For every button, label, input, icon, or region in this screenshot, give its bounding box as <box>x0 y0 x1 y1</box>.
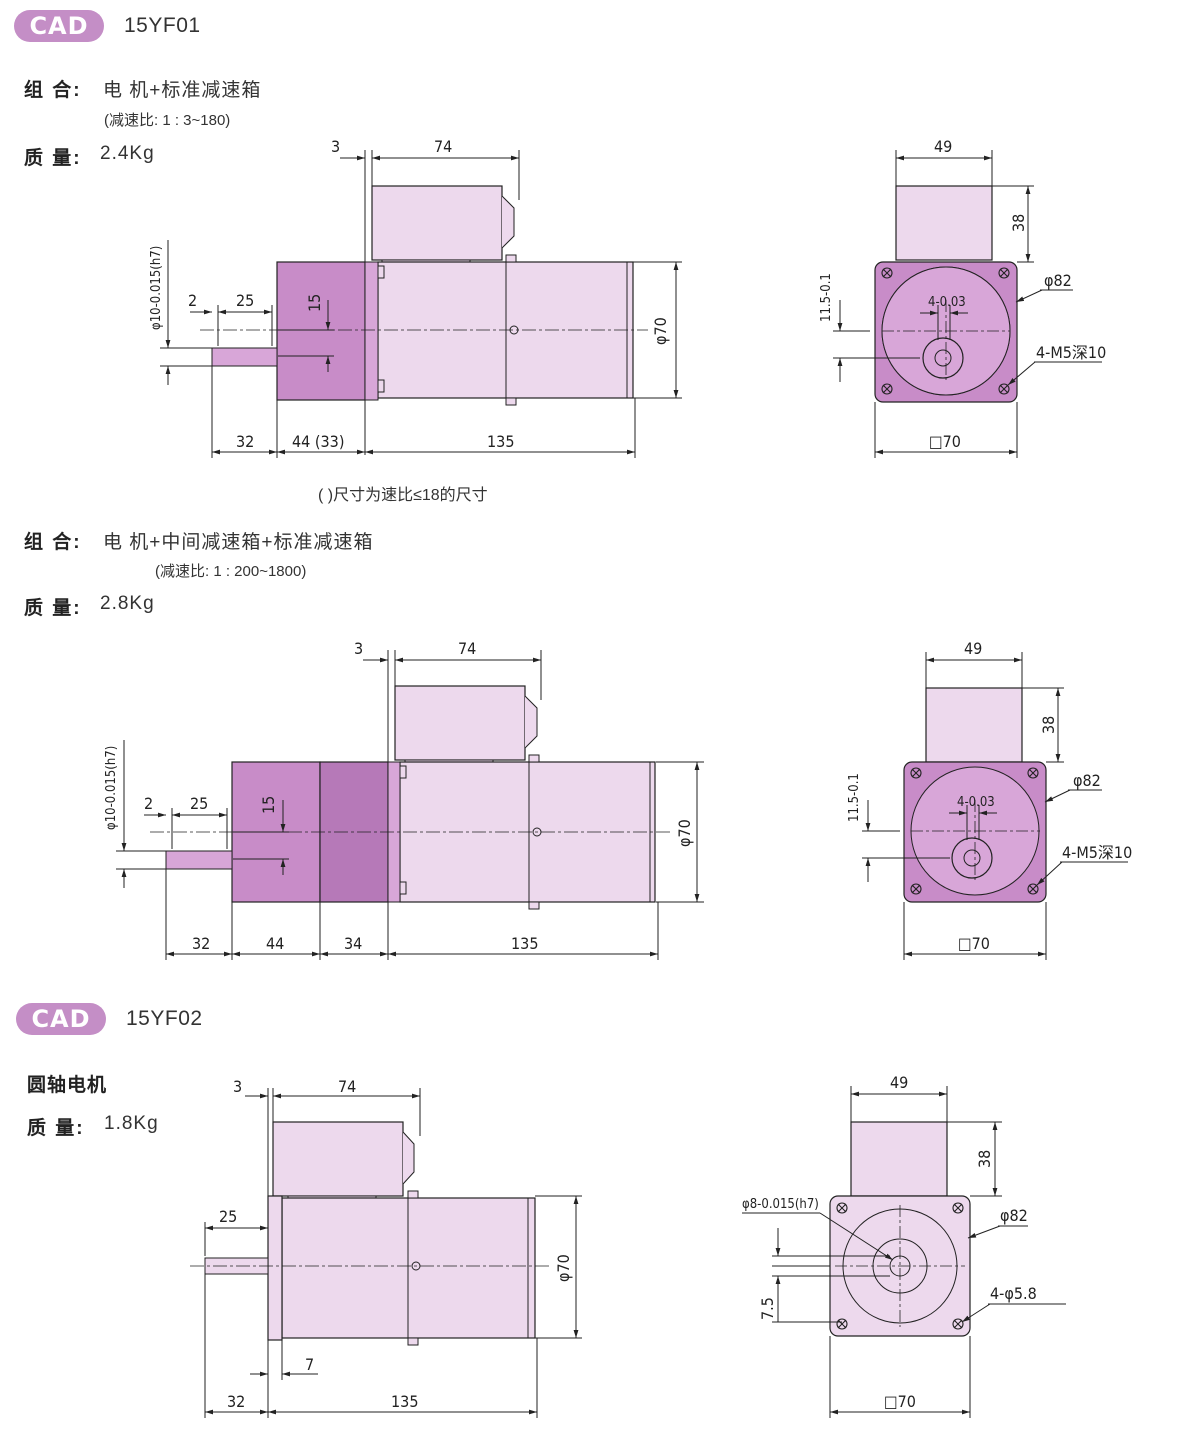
dim-32: 32 <box>236 432 254 451</box>
dim3-25: 25 <box>219 1207 237 1226</box>
dim-shaft-h7: φ10-0.015(h7) <box>149 246 164 330</box>
dim3-phi82: φ82 <box>1000 1206 1028 1225</box>
dim3-phi58: 4-φ5.8 <box>990 1284 1037 1303</box>
dim-11-5: 11.5-0.1 <box>819 273 834 322</box>
dim3-phi70: φ70 <box>554 1254 573 1282</box>
dim3-sq70: □70 <box>884 1392 916 1411</box>
dim-2: 2 <box>188 291 197 310</box>
dim-44-33: 44 (33) <box>292 432 344 451</box>
mass-label-3: 质 量: <box>27 1118 85 1139</box>
dim-38: 38 <box>1009 214 1028 232</box>
dim-m5: 4-M5深10 <box>1036 343 1106 362</box>
dim-key4: 4-0.03 <box>928 295 966 310</box>
drawing-3-side-view <box>190 1088 582 1418</box>
dim2-34: 34 <box>344 934 362 953</box>
dim-phi82: φ82 <box>1044 271 1072 290</box>
dim-3: 3 <box>331 137 340 156</box>
dim2-32: 32 <box>192 934 210 953</box>
combo-label-2: 组 合: <box>24 532 82 553</box>
dim-135: 135 <box>487 432 514 451</box>
dimension-labels: 3 74 32 44 (33) 135 25 2 15 φ70 φ10-0.01… <box>104 137 1132 1411</box>
dim2-3: 3 <box>354 639 363 658</box>
drawing-2-side-view <box>116 650 704 960</box>
dim2-44: 44 <box>266 934 284 953</box>
dim3-49: 49 <box>890 1073 908 1092</box>
dim2-135: 135 <box>511 934 538 953</box>
drawing-1-side-view <box>160 150 682 458</box>
model-number-2: 15YF02 <box>126 1007 203 1030</box>
mass-value-1: 2.4Kg <box>100 143 155 164</box>
dim3-38: 38 <box>975 1150 994 1168</box>
dim2-phi82: φ82 <box>1073 771 1101 790</box>
mass-value-2: 2.8Kg <box>100 593 155 614</box>
dim2-m5: 4-M5深10 <box>1062 843 1132 862</box>
drawing-2-end-view <box>862 652 1128 960</box>
dim2-25: 25 <box>190 794 208 813</box>
combo-label-1: 组 合: <box>24 80 82 101</box>
dim-49: 49 <box>934 137 952 156</box>
dim3-74: 74 <box>338 1077 356 1096</box>
dim3-32: 32 <box>227 1392 245 1411</box>
cad-badge-1: CAD <box>14 10 104 42</box>
dim-25: 25 <box>236 291 254 310</box>
dim3-3: 3 <box>233 1077 242 1096</box>
model-number-1: 15YF01 <box>124 14 201 37</box>
ratio-note: ( )尺寸为速比≤18的尺寸 <box>318 487 488 504</box>
dim2-key4: 4-0.03 <box>957 795 995 810</box>
cad-badge-2: CAD <box>16 1003 106 1035</box>
dim-74: 74 <box>434 137 452 156</box>
dim2-phi70: φ70 <box>675 819 694 847</box>
dim2-11-5: 11.5-0.1 <box>847 773 862 822</box>
dim-phi70: φ70 <box>651 317 670 345</box>
mass-value-3: 1.8Kg <box>104 1113 159 1134</box>
mass-label-2: 质 量: <box>24 598 82 619</box>
dim2-shaft-h7: φ10-0.015(h7) <box>104 746 119 830</box>
dim-sq70: □70 <box>929 432 961 451</box>
dim3-7: 7 <box>305 1355 314 1374</box>
dim3-shaft8-h7: φ8-0.015(h7) <box>742 1197 819 1212</box>
ratio-2: (减速比: 1 : 200~1800) <box>155 563 307 580</box>
type-label-3: 圆轴电机 <box>27 1075 108 1096</box>
combo-value-1: 电 机+标准减速箱 <box>103 80 262 101</box>
dim-15: 15 <box>305 294 324 312</box>
combo-value-2: 电 机+中间减速箱+标准减速箱 <box>103 532 374 553</box>
drawing-1-end-view <box>833 150 1102 458</box>
dim2-15: 15 <box>259 796 278 814</box>
mass-label-1: 质 量: <box>24 148 82 169</box>
drawing-3-end-view <box>742 1086 1066 1418</box>
dim3-7-5: 7.5 <box>758 1297 777 1320</box>
ratio-1: (减速比: 1 : 3~180) <box>104 112 231 129</box>
dim2-sq70: □70 <box>958 934 990 953</box>
dim2-2: 2 <box>144 794 153 813</box>
dim2-49: 49 <box>964 639 982 658</box>
dim2-38: 38 <box>1039 716 1058 734</box>
dim3-135: 135 <box>391 1392 418 1411</box>
dim2-74: 74 <box>458 639 476 658</box>
